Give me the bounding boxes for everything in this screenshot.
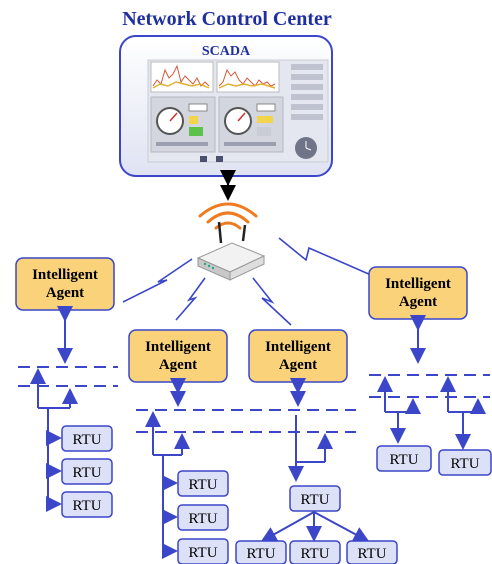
svg-text:RTU: RTU [246,546,275,562]
group2-wiring [145,411,190,559]
agent-bus-arrows [57,306,426,407]
group3-wiring [260,415,370,542]
svg-text:RTU: RTU [72,432,101,448]
svg-text:Intelligent: Intelligent [145,339,211,355]
svg-text:RTU: RTU [72,498,101,514]
rtu-box: RTU [61,491,113,518]
agent-box-2: Intelligent Agent [128,329,228,383]
wifi-signal-icon [198,202,258,230]
svg-text:RTU: RTU [389,452,418,468]
scada-gauge-left [150,96,216,153]
scada-label: SCADA [202,44,251,59]
rtu-box: RTU [438,449,492,476]
scada-panel: SCADA [119,35,333,177]
svg-text:Agent: Agent [279,357,317,373]
group4-wiring [377,376,486,450]
svg-text:RTU: RTU [188,477,217,493]
agent-box-4: Intelligent Agent [368,266,468,320]
svg-text:Agent: Agent [399,294,437,310]
svg-text:Intelligent: Intelligent [385,276,451,292]
svg-text:RTU: RTU [72,465,101,481]
svg-text:Agent: Agent [159,357,197,373]
rtu-box: RTU [289,540,341,564]
scada-side-buttons [291,64,323,120]
rtu-box: RTU [235,540,287,564]
rtu-box: RTU [61,425,113,452]
svg-text:RTU: RTU [357,546,386,562]
svg-text:Intelligent: Intelligent [265,339,331,355]
scada-gauge-right [218,96,284,153]
svg-text:RTU: RTU [188,511,217,527]
group1-wiring [30,368,78,512]
agent-box-3: Intelligent Agent [248,329,348,383]
svg-text:RTU: RTU [188,545,217,561]
scada-chart-right [216,61,280,93]
rtu-box: RTU [177,504,229,531]
svg-text:Agent: Agent [46,285,84,301]
bus-lines [18,366,490,433]
scada-chart-left [150,61,214,93]
svg-text:RTU: RTU [300,492,329,508]
page-title: Network Control Center [122,8,332,30]
rtu-box: RTU [346,540,398,564]
lightning-link-icon [122,237,372,326]
rtu-box: RTU [376,445,432,472]
svg-text:RTU: RTU [450,456,479,472]
svg-text:Intelligent: Intelligent [32,267,98,283]
rtu-box: RTU [289,485,341,512]
agent-box-1: Intelligent Agent [15,257,115,311]
router-icon [196,221,266,281]
rtu-box: RTU [177,470,229,497]
rtu-box: RTU [61,458,113,485]
rtu-box: RTU [177,538,229,564]
svg-text:RTU: RTU [300,546,329,562]
